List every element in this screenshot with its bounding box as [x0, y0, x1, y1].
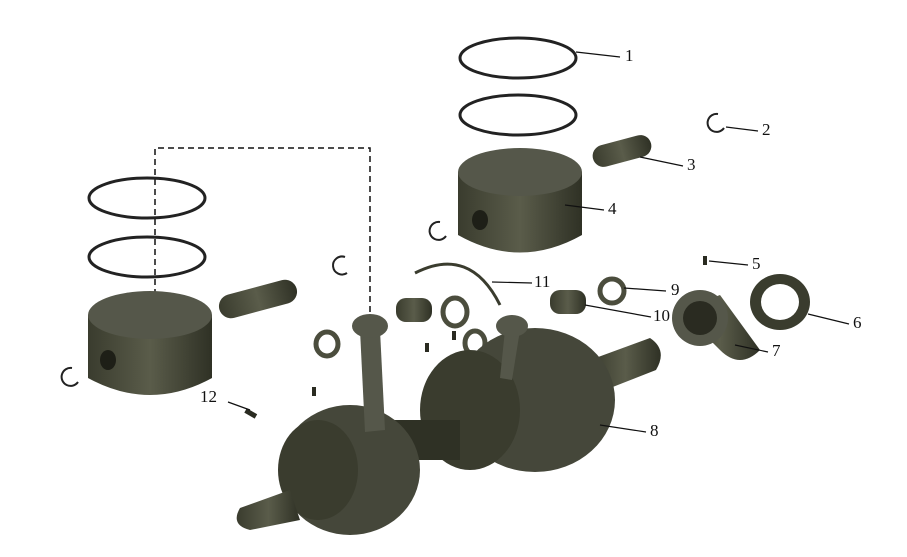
needle-bearing	[672, 290, 760, 360]
alignment-dashed-line	[154, 147, 371, 335]
callout-1: 1	[625, 46, 634, 65]
crankshaft	[236, 314, 661, 535]
piston-right	[458, 148, 582, 253]
piston-pin	[218, 135, 652, 322]
piston-left	[88, 291, 212, 395]
callout-5: 5	[752, 254, 761, 273]
callout-7: 7	[772, 341, 781, 360]
callout-11: 11	[534, 272, 551, 291]
piston-ring-left	[87, 176, 207, 279]
callout-4: 4	[608, 199, 617, 218]
oil-seal	[750, 274, 810, 330]
callout-12: 12	[200, 387, 217, 406]
circlip	[60, 112, 725, 387]
dowel-pin	[244, 256, 707, 419]
retaining-ring	[414, 262, 502, 306]
callout-3: 3	[687, 155, 696, 174]
callout-10: 10	[653, 306, 670, 325]
callout-2: 2	[762, 120, 771, 139]
piston-ring-right	[458, 36, 578, 137]
callout-8: 8	[650, 421, 659, 440]
callout-9: 9	[671, 280, 680, 299]
leader-lines	[227, 51, 850, 433]
callout-6: 6	[853, 313, 862, 332]
